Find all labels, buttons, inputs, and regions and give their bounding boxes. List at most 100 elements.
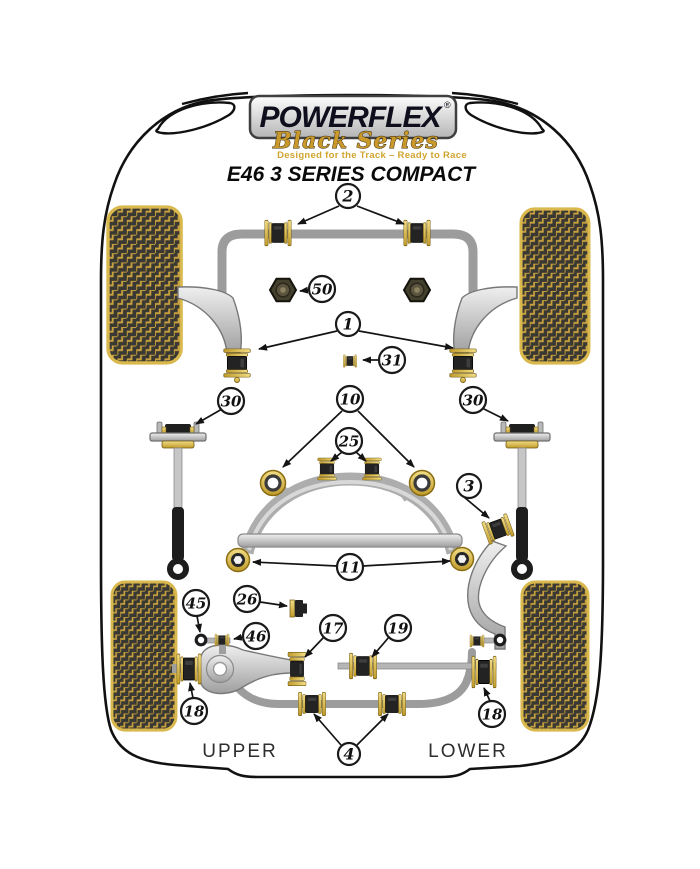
callout-2: 2 [334, 182, 362, 210]
callout-18-left-number: 18 [184, 703, 205, 721]
hex-nut-left [269, 277, 297, 303]
bush-stud-left [234, 377, 240, 383]
subframe-upper-bush-left [258, 468, 288, 498]
callout-26: 26 [232, 584, 262, 614]
arrow-10-left [282, 410, 343, 468]
callout-45: 45 [181, 588, 211, 618]
arrow-18-left [188, 682, 196, 699]
callout-17: 17 [318, 613, 348, 643]
arrow-19 [371, 636, 390, 658]
callout-arrows [188, 205, 509, 746]
subframe [225, 457, 475, 573]
callout-1: 1 [334, 310, 362, 338]
callout-2-number: 2 [341, 187, 353, 206]
arrow-25-left [330, 451, 343, 462]
callout-4: 4 [336, 741, 362, 767]
callout-50-number: 50 [312, 281, 333, 299]
arrow-11-right [362, 557, 451, 567]
hex-nut-right [403, 277, 431, 303]
callout-18-left: 18 [179, 696, 209, 726]
curved-arm [467, 540, 508, 650]
callout-1-number: 1 [342, 315, 353, 334]
callout-4-number: 4 [343, 745, 354, 764]
rear-right-tire [520, 580, 590, 732]
registered-mark: ® [444, 100, 451, 110]
front-left-wishbone [177, 286, 242, 355]
callout-31: 31 [377, 345, 407, 375]
callout-3-number: 3 [463, 477, 474, 496]
callout-17-number: 17 [323, 620, 344, 638]
callout-19-number: 19 [388, 620, 409, 638]
front-left-tire [106, 205, 183, 365]
callout-45-number: 45 [186, 595, 207, 613]
front-right-tire [519, 207, 591, 365]
arrow-10-right [357, 410, 415, 468]
brand-logo: POWERFLEX ® Black Series Designed for th… [248, 94, 467, 161]
rear-suspension [172, 599, 507, 717]
arrow-50 [299, 286, 310, 294]
logo-plate [248, 94, 458, 140]
callout-30-left: 30 [216, 386, 246, 416]
arrow-11-left [252, 558, 338, 567]
hood-accent-right [451, 91, 519, 106]
rear-arm-3 [467, 513, 515, 650]
arrow-2-left [297, 205, 340, 225]
right-link-eye [493, 633, 507, 647]
callout-25: 25 [334, 426, 364, 456]
arrow-25-right [355, 451, 367, 462]
arrow-1-left [258, 330, 338, 351]
bush-26 [289, 599, 307, 618]
hood-accent-left [181, 91, 249, 106]
callout-46: 46 [241, 621, 271, 651]
wishbone-front-bush-right [449, 348, 477, 378]
wishbone-front-bush-left [223, 348, 251, 378]
left-mirror [155, 101, 236, 135]
callout-30-right-number: 30 [463, 392, 484, 410]
axle-labels: UPPER LOWER [202, 741, 508, 762]
arrow-3 [463, 496, 490, 519]
arrow-1-right [358, 330, 454, 351]
callout-18-right: 18 [477, 699, 507, 729]
arrow-4-right [356, 713, 389, 746]
steering-coupling-bush [343, 354, 357, 368]
arm-bush-17 [287, 651, 307, 687]
page-title: E46 3 SERIES COMPACT [227, 163, 477, 186]
callout-26-number: 26 [236, 591, 258, 609]
arrow-30-right [481, 407, 509, 422]
arrow-26 [259, 601, 288, 609]
subframe-arch-highlight [247, 479, 453, 551]
callout-10: 10 [335, 384, 365, 414]
callout-11-number: 11 [340, 559, 361, 577]
callout-3: 3 [455, 472, 483, 500]
callout-30-left-number: 30 [221, 393, 242, 411]
subframe-upper-bush-right [407, 468, 437, 498]
arrow-30-left [195, 408, 223, 425]
left-link-stub [219, 645, 226, 654]
callout-46-number: 46 [246, 628, 267, 646]
link-bush-46 [214, 633, 230, 647]
series-wordmark: Black Series [272, 128, 439, 154]
arrow-4-left [313, 713, 342, 746]
arrow-18-right [483, 687, 491, 702]
subframe-crossbar [237, 533, 463, 548]
front-anti-roll-bar [217, 229, 478, 307]
left-link-eye [194, 633, 208, 647]
hub-connector [172, 664, 181, 673]
front-right-wishbone [453, 286, 518, 355]
logo-tagline: Designed for the Track – Ready to Race [277, 150, 467, 161]
callouts: 2 50 1 31 30 30 10 25 3 11 45 26 46 17 1… [179, 182, 507, 767]
subframe-lower-bush-left [225, 547, 251, 573]
arrow-46 [233, 633, 244, 641]
callout-30-right: 30 [458, 385, 488, 415]
brand-wordmark: POWERFLEX [259, 101, 443, 134]
callout-18-right-number: 18 [482, 706, 503, 724]
lower-label: LOWER [428, 741, 508, 762]
upper-label: UPPER [202, 741, 277, 762]
arrow-17 [304, 636, 325, 658]
arrow-2-right [356, 205, 405, 225]
front-suspension [177, 219, 518, 383]
bush-stud-right [460, 377, 466, 383]
callout-25-number: 25 [338, 433, 360, 451]
